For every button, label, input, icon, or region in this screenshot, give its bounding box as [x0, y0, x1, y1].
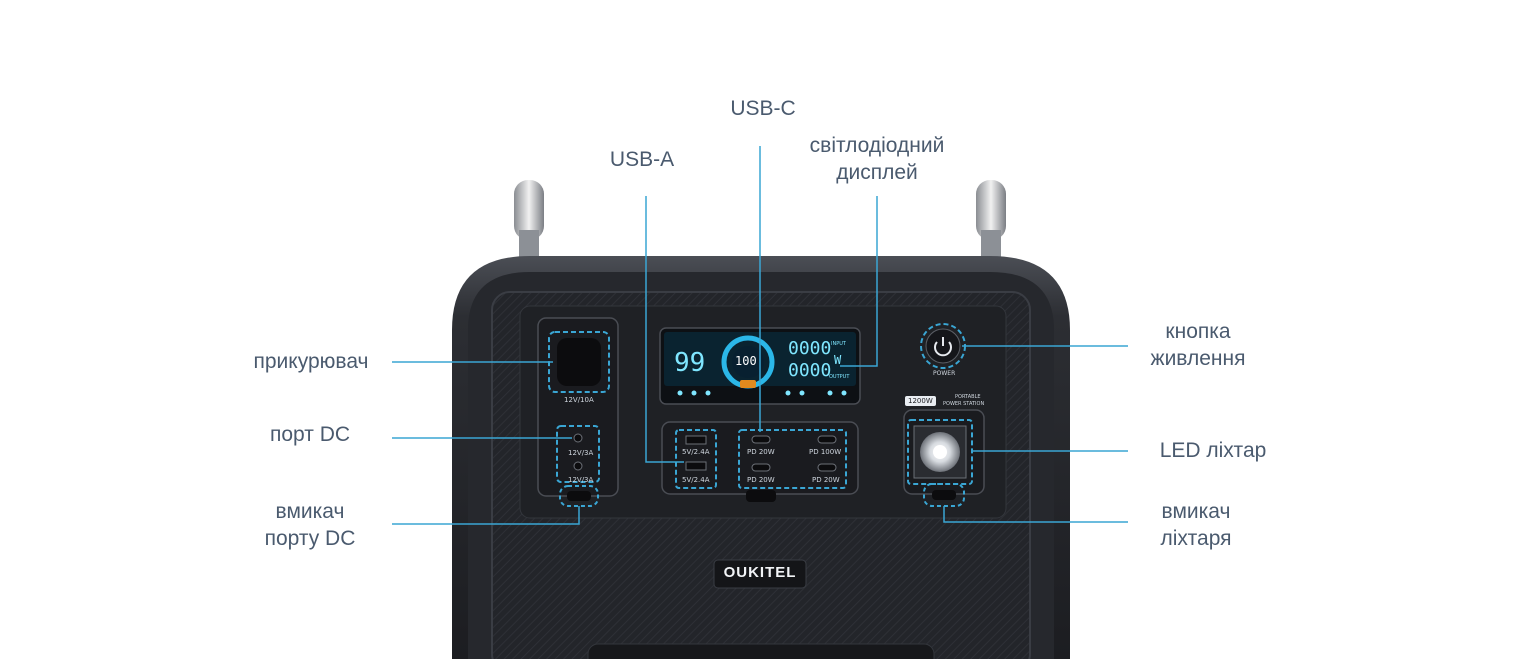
callout-power-button-line2: живлення — [1150, 347, 1246, 370]
callout-display: світлодіодний дисплей — [792, 132, 962, 186]
callout-led-label: LED ліхтар — [1159, 439, 1267, 462]
usb-c-rating-1: PD 20W — [747, 448, 775, 456]
callout-line-display — [840, 196, 878, 367]
callout-dc-port: порт DC — [254, 421, 366, 448]
input-watts-readout: 0000 — [788, 338, 832, 359]
callout-dc-port-label: порт DC — [269, 423, 351, 446]
usb-c-rating-3: PD 20W — [747, 476, 775, 484]
power-label: POWER — [933, 370, 956, 377]
carry-handle-left — [514, 180, 544, 258]
lighter-rating: 12V/10A — [564, 396, 594, 404]
brand-logo: OUKITEL — [723, 564, 797, 581]
callout-usb-a-label: USB-A — [609, 148, 675, 171]
usb-c-rating-4: PD 20W — [812, 476, 840, 484]
callout-line-dc-switch — [392, 506, 580, 525]
callout-dc-switch-line1: вмикач — [275, 500, 345, 523]
output-label: OUTPUT — [829, 374, 850, 380]
callout-lamp-switch: вмикач ліхтаря — [1140, 498, 1252, 552]
callout-display-line1: світлодіодний — [809, 134, 945, 157]
dc-rating-1: 12V/3A — [568, 449, 594, 457]
callout-power-button: кнопка живлення — [1132, 318, 1264, 372]
callout-usb-c-label: USB-C — [730, 97, 796, 120]
carry-handle-right — [976, 180, 1006, 258]
model-line-2: POWER STATION — [943, 401, 985, 407]
capacity-badge: 1200W — [905, 396, 936, 406]
callout-dc-switch: вмикач порту DC — [244, 498, 376, 552]
callout-led: LED ліхтар — [1140, 437, 1286, 464]
usb-a-rating-1: 5V/2.4A — [682, 448, 710, 456]
callout-usb-c: USB-C — [720, 95, 806, 122]
callout-lamp-switch-line2: ліхтаря — [1160, 527, 1232, 550]
callout-line-lamp-switch — [943, 506, 1128, 523]
ring-percent-readout: 100 — [735, 354, 757, 368]
input-label: INPUT — [831, 341, 846, 347]
usb-a-rating-2: 5V/2.4A — [682, 476, 710, 484]
output-watts-readout: 0000 — [788, 360, 832, 381]
battery-percent-readout: 99 — [674, 348, 706, 378]
callout-power-button-line1: кнопка — [1165, 320, 1231, 343]
dc-rating-2: 12V/3A — [568, 476, 594, 484]
callout-usb-a: USB-A — [600, 146, 684, 173]
callout-display-line2: дисплей — [836, 161, 918, 184]
callout-line-usb-a — [645, 196, 684, 463]
callout-lighter-label: прикурювач — [253, 350, 369, 373]
callout-lamp-switch-line1: вмикач — [1161, 500, 1231, 523]
callout-dc-switch-line2: порту DC — [264, 527, 356, 550]
watts-unit: W — [834, 353, 842, 367]
callout-lighter: прикурювач — [236, 348, 386, 375]
model-line-1: PORTABLE — [955, 394, 981, 400]
usb-c-rating-2: PD 100W — [809, 448, 842, 456]
